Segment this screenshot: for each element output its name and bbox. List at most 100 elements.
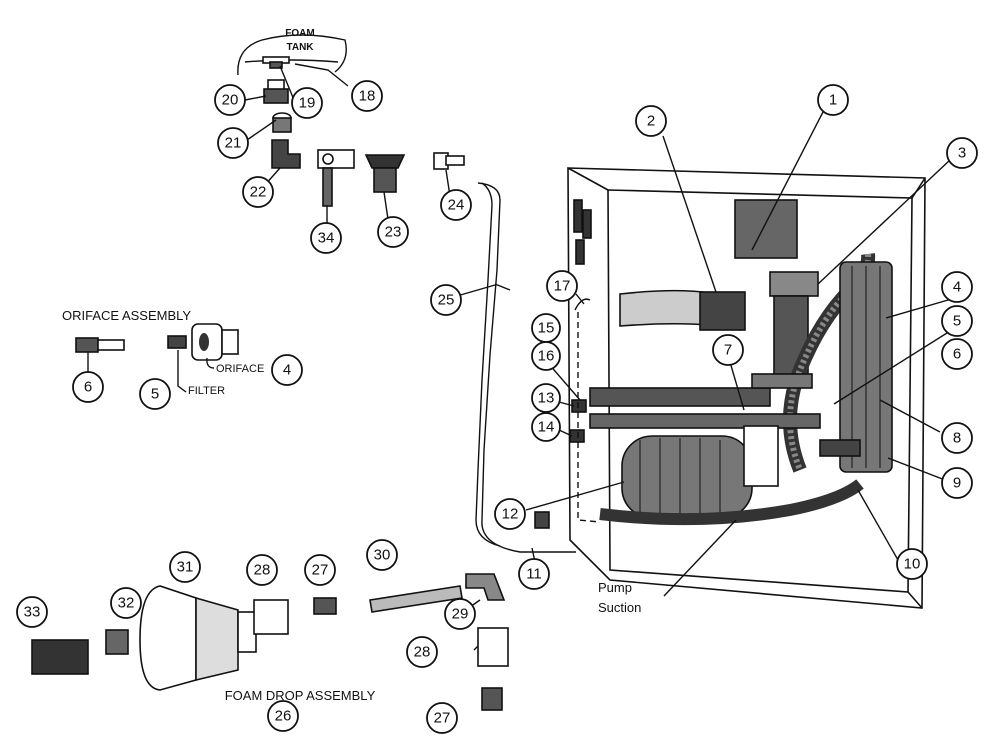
barb-fitting-24 — [433, 152, 465, 170]
svg-text:31: 31 — [177, 559, 194, 576]
oriface-fitting-6 — [75, 337, 125, 353]
callout-15: 15 — [531, 313, 561, 343]
nipple-21 — [272, 112, 292, 133]
callout-13: 13 — [531, 383, 561, 413]
callout-3: 3 — [946, 137, 978, 169]
svg-text:20: 20 — [222, 92, 239, 109]
callout-31: 31 — [169, 551, 201, 583]
svg-text:5: 5 — [953, 313, 961, 330]
callout-1: 1 — [817, 84, 849, 116]
svg-text:27: 27 — [312, 562, 329, 579]
callout-27: 27 — [304, 554, 336, 586]
pump-suction-label-line1: Pump — [598, 580, 632, 595]
valve-34 — [317, 149, 355, 207]
svg-text:24: 24 — [448, 197, 465, 214]
svg-text:18: 18 — [359, 88, 376, 105]
callout-18: 18 — [351, 80, 383, 112]
tank-fitting-19 — [262, 56, 290, 69]
callout-6-oriface: 6 — [72, 371, 104, 403]
svg-text:1: 1 — [829, 92, 837, 109]
svg-text:15: 15 — [538, 320, 555, 337]
strainer-23 — [364, 154, 406, 193]
coupling-28 — [253, 599, 289, 635]
callout-5-filter: 5 — [139, 378, 171, 410]
callout-17: 17 — [546, 270, 578, 302]
fitting-27 — [313, 597, 337, 615]
svg-text:23: 23 — [385, 224, 402, 241]
elbow-22 — [271, 139, 301, 169]
suction-hose — [534, 479, 864, 529]
fitting-27-b — [481, 687, 503, 711]
fittings-13-17 — [569, 298, 601, 523]
callout-32: 32 — [110, 587, 142, 619]
pump-12 — [621, 425, 779, 519]
callout-34: 34 — [310, 222, 342, 254]
nipple-32 — [105, 629, 129, 655]
callout-29: 29 — [444, 598, 476, 630]
svg-text:28: 28 — [414, 644, 431, 661]
filter-label: FILTER — [188, 385, 225, 397]
svg-text:33: 33 — [24, 604, 41, 621]
callout-5: 5 — [941, 305, 973, 337]
callout-16: 16 — [531, 341, 561, 371]
foam-tank-outline — [237, 34, 347, 76]
svg-text:27: 27 — [434, 710, 451, 727]
funnel-31 — [139, 585, 257, 691]
callout-7: 7 — [712, 334, 744, 366]
svg-text:34: 34 — [318, 230, 335, 247]
callout-8: 8 — [941, 422, 973, 454]
svg-text:28: 28 — [254, 562, 271, 579]
callout-28: 28 — [246, 554, 278, 586]
callout-21: 21 — [217, 127, 249, 159]
svg-text:26: 26 — [275, 708, 292, 725]
svg-text:21: 21 — [225, 135, 242, 152]
svg-text:2: 2 — [647, 113, 655, 130]
foam-tank-label-line1: FOAM — [285, 28, 314, 39]
svg-text:17: 17 — [554, 278, 571, 295]
svg-text:30: 30 — [374, 547, 391, 564]
callout-25: 25 — [430, 284, 462, 316]
callout-4: 4 — [941, 271, 973, 303]
svg-text:14: 14 — [538, 419, 555, 436]
callout-23: 23 — [377, 216, 409, 248]
callout-2: 2 — [635, 105, 667, 137]
callout-22: 22 — [242, 176, 274, 208]
svg-text:32: 32 — [118, 595, 135, 612]
pump-suction-label-line2: Suction — [598, 600, 641, 615]
svg-text:16: 16 — [538, 348, 555, 365]
callout-20: 20 — [214, 84, 246, 116]
callout-11: 11 — [518, 558, 550, 590]
callout-19: 19 — [291, 87, 323, 119]
tube-30 — [369, 585, 463, 613]
callout-10: 10 — [896, 548, 928, 580]
filter-5 — [167, 335, 187, 349]
callout-27-b: 27 — [426, 702, 458, 734]
oriface-4 — [191, 323, 239, 361]
svg-text:10: 10 — [904, 556, 921, 573]
oriface-label: ORIFACE — [216, 363, 264, 375]
callout-9: 9 — [941, 467, 973, 499]
svg-text:11: 11 — [526, 566, 542, 583]
motor-housing — [619, 199, 798, 332]
svg-text:12: 12 — [502, 506, 519, 523]
svg-text:8: 8 — [953, 430, 961, 447]
hose-25 — [475, 182, 576, 553]
svg-text:19: 19 — [299, 95, 316, 112]
svg-text:4: 4 — [953, 279, 961, 296]
foam-tank-label-line2: TANK — [286, 42, 314, 53]
elbow-29 — [465, 573, 506, 601]
foam-drop-assembly-title: FOAM DROP ASSEMBLY — [225, 688, 376, 703]
oriface-assembly-title: ORIFACE ASSEMBLY — [62, 308, 191, 323]
callout-4-oriface: 4 — [271, 354, 303, 386]
svg-text:25: 25 — [438, 292, 455, 309]
svg-text:29: 29 — [452, 606, 469, 623]
svg-text:6: 6 — [953, 346, 961, 363]
callout-33: 33 — [16, 596, 48, 628]
svg-text:7: 7 — [724, 342, 732, 359]
svg-text:4: 4 — [283, 362, 291, 379]
leader-lines — [87, 63, 956, 651]
callout-24: 24 — [440, 189, 472, 221]
coupling-28-b — [477, 627, 509, 667]
discharge-pipes — [589, 373, 821, 429]
